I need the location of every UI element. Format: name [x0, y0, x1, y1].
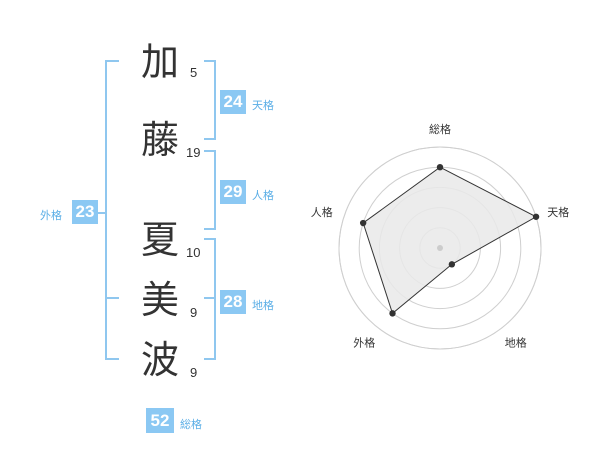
radar-axis-label-5: 人格 — [311, 205, 333, 219]
radar-polygon — [362, 166, 538, 315]
radar-axis-label-4: 外格 — [353, 336, 375, 350]
name-char-1: 加 — [140, 40, 179, 84]
chikaku-label: 地格 — [252, 299, 274, 312]
radar-point-1 — [436, 164, 444, 171]
stroke-count-4: 9 — [190, 305, 198, 320]
radar-axis-label-1: 総格 — [429, 122, 451, 136]
tenkaku-badge: 24 — [220, 90, 246, 114]
stroke-count-2: 19 — [186, 145, 201, 160]
radar-axis-label-2: 天格 — [547, 205, 569, 219]
gaikaku-badge: 23 — [72, 200, 98, 224]
name-char-2: 藤 — [140, 118, 179, 162]
soukaku-label: 総格 — [180, 418, 202, 431]
radar-outer-ring — [338, 146, 542, 350]
radar-point-5 — [359, 219, 367, 227]
radar-point-2 — [532, 213, 540, 220]
jinkaku-label: 人格 — [252, 189, 274, 202]
name-char-4: 美 — [140, 278, 179, 322]
name-char-3: 夏 — [140, 218, 179, 262]
stroke-count-3: 10 — [186, 245, 201, 260]
tenkaku-label: 天格 — [252, 99, 274, 112]
radar-axis-label-3: 地格 — [505, 336, 527, 350]
radar-center — [437, 245, 443, 251]
name-char-5: 波 — [140, 338, 179, 382]
radar-point-3 — [448, 261, 456, 268]
chikaku-badge: 28 — [220, 290, 246, 314]
radar-point-4 — [389, 310, 396, 317]
stroke-count-1: 5 — [190, 65, 198, 80]
soukaku-badge: 52 — [146, 408, 174, 433]
stroke-count-5: 9 — [190, 365, 198, 380]
jinkaku-badge: 29 — [220, 180, 246, 204]
gaikaku-label: 外格 — [40, 209, 62, 222]
